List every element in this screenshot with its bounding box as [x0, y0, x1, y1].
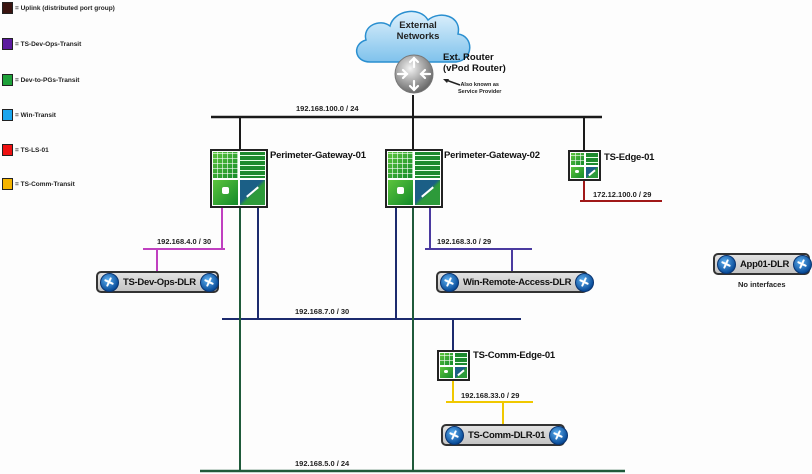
legend-label: = Win-Transit	[15, 111, 56, 119]
legend-label: = TS-LS-01	[15, 146, 49, 154]
load-balancer-icon	[415, 152, 440, 178]
ext-router-label: Ext. Router (vPod Router)	[443, 52, 506, 74]
legend-label: = Dev-to-PGs-Transit	[15, 76, 80, 84]
legend-item-win-transit: = Win-Transit	[2, 109, 56, 121]
legend-swatch	[2, 144, 13, 156]
vpn-icon	[213, 179, 238, 205]
firewall-icon	[571, 153, 584, 165]
win-remote-access-dlr[interactable]: Win-Remote-Access-DLR	[436, 271, 595, 293]
network-label-dev-pgs: 192.168.5.0 / 24	[295, 459, 350, 468]
dlr-label: Win-Remote-Access-DLR	[463, 276, 572, 288]
router-icon	[549, 425, 569, 445]
ts-edge-01-label: TS-Edge-01	[604, 152, 655, 163]
legend-item-uplink: = Uplink (distributed port group)	[2, 2, 115, 14]
network-label-uplink: 192.168.100.0 / 24	[296, 104, 359, 113]
legend-item-dev-to-pgs-transit: = Dev-to-PGs-Transit	[2, 74, 79, 86]
dlr-label: TS-Dev-Ops-DLR	[123, 276, 196, 288]
vpn-icon	[440, 366, 453, 378]
nat-icon	[585, 166, 598, 178]
nat-icon	[415, 179, 440, 205]
firewall-icon	[440, 353, 453, 365]
network-label-transit7: 192.168.7.0 / 30	[295, 307, 350, 316]
legend-label: = TS-Dev-Ops-Transit	[15, 40, 82, 48]
vpn-icon	[388, 179, 413, 205]
legend-item-dev-ops-transit: = TS-Dev-Ops-Transit	[2, 38, 81, 50]
router-icon	[199, 272, 219, 292]
nat-icon	[240, 179, 265, 205]
ts-edge-01-icon[interactable]	[568, 150, 601, 181]
perimeter-gateway-02-label: Perimeter-Gateway-02	[444, 150, 540, 161]
arrow-icon	[443, 79, 461, 86]
service-provider-note: Also known as Service Provider	[458, 82, 502, 95]
network-label-dev-ops: 192.168.4.0 / 30	[157, 237, 212, 246]
legend-swatch	[2, 2, 13, 14]
external-networks-cloud-icon	[356, 10, 471, 63]
legend-swatch	[2, 74, 13, 86]
router-icon	[793, 254, 812, 274]
external-networks-label: External Networks	[396, 20, 440, 42]
ts-dev-ops-dlr[interactable]: TS-Dev-Ops-DLR	[96, 271, 219, 293]
perimeter-gateway-01-icon[interactable]	[210, 149, 268, 208]
perimeter-gateway-02-icon[interactable]	[385, 149, 443, 208]
legend-swatch	[2, 38, 13, 50]
nat-icon	[454, 366, 467, 378]
legend-swatch	[2, 109, 13, 121]
legend-item-ts-ls-01: = TS-LS-01	[2, 144, 49, 156]
firewall-icon	[213, 152, 238, 178]
ts-comm-dlr-01[interactable]: TS-Comm-DLR-01	[441, 424, 569, 446]
legend-label: = Uplink (distributed port group)	[15, 4, 115, 12]
load-balancer-icon	[240, 152, 265, 178]
dlr-label: TS-Comm-DLR-01	[468, 429, 546, 441]
app01-dlr[interactable]: App01-DLR	[713, 253, 812, 275]
ts-comm-edge-01-label: TS-Comm-Edge-01	[473, 350, 555, 361]
legend-label: = TS-Comm-Transit	[15, 180, 75, 188]
router-icon	[440, 272, 459, 292]
ext-router-icon[interactable]	[394, 53, 434, 95]
ts-comm-edge-01-icon[interactable]	[437, 350, 470, 381]
network-label-comm: 192.168.33.0 / 29	[461, 391, 520, 400]
legend-item-ts-comm-transit: = TS-Comm-Transit	[2, 178, 75, 190]
network-label-win: 192.168.3.0 / 29	[437, 237, 492, 246]
legend-swatch	[2, 178, 13, 190]
router-icon	[445, 425, 464, 445]
firewall-icon	[388, 152, 413, 178]
router-icon	[575, 272, 595, 292]
load-balancer-icon	[454, 353, 467, 365]
load-balancer-icon	[585, 153, 598, 165]
dlr-label: App01-DLR	[740, 258, 790, 270]
app01-dlr-note: No interfaces	[738, 280, 786, 289]
network-label-ts-ls: 172.12.100.0 / 29	[593, 190, 652, 199]
vpn-icon	[571, 166, 584, 178]
router-icon	[717, 254, 736, 274]
router-icon	[100, 272, 119, 292]
perimeter-gateway-01-label: Perimeter-Gateway-01	[270, 150, 366, 161]
